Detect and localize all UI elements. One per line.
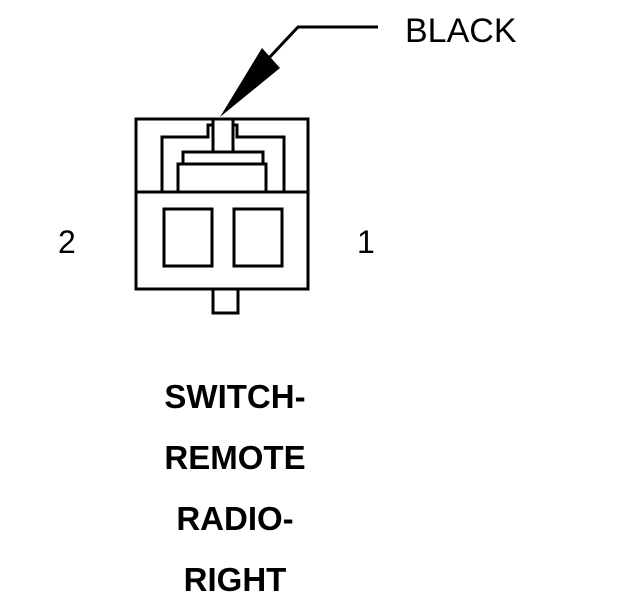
callout-leader	[220, 25, 378, 117]
cavity-1	[232, 207, 284, 268]
wire-color-label: BLACK	[405, 12, 517, 50]
lock-tab	[211, 117, 235, 154]
connector-diagram	[134, 25, 378, 315]
lock-tab-body	[176, 162, 268, 194]
connector-key	[211, 287, 240, 315]
title-line-1: SWITCH-	[164, 378, 306, 415]
connector-housing	[134, 117, 310, 315]
callout-arrowhead	[220, 48, 280, 117]
pin-number-2: 2	[58, 224, 76, 260]
title-line-4: RIGHT	[183, 561, 287, 598]
cavity-2	[162, 207, 214, 268]
connector-title: SWITCH- REMOTE RADIO- RIGHT	[80, 372, 390, 616]
title-line-2: REMOTE	[164, 439, 306, 476]
lock-tab-base	[181, 150, 265, 166]
title-line-3: RADIO-	[176, 500, 294, 537]
pin-number-1: 1	[357, 224, 375, 260]
